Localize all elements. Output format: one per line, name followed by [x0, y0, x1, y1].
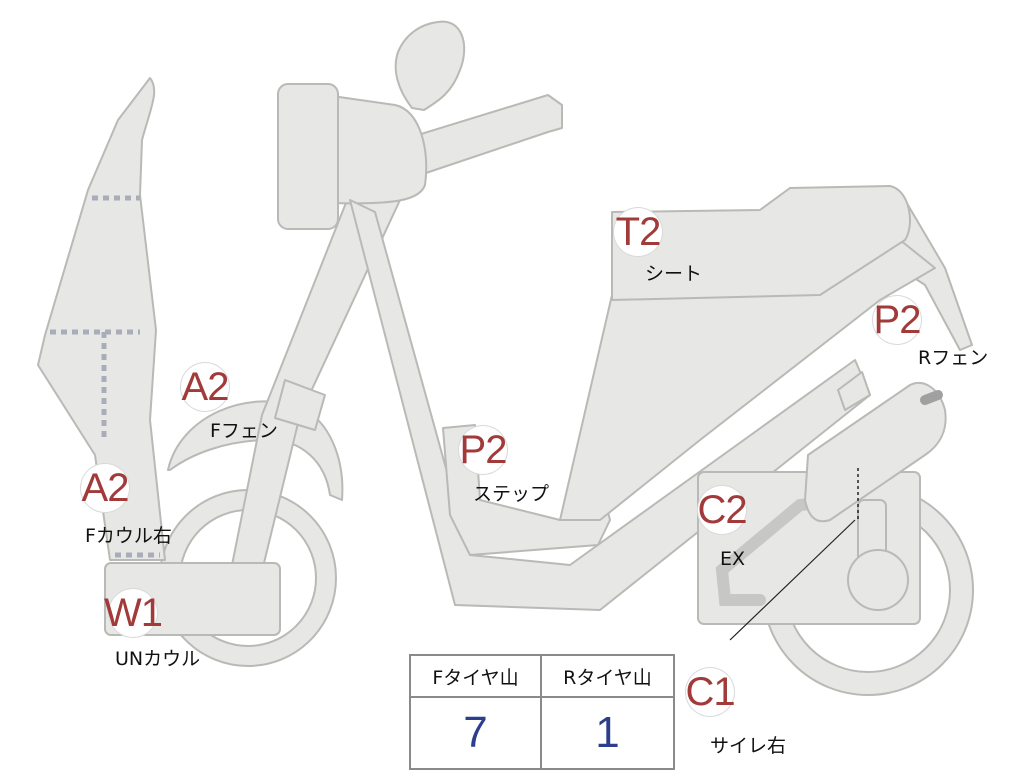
damage-code: C1: [685, 670, 735, 714]
leader-line: [729, 519, 856, 641]
marker-under-cowl: W1: [104, 589, 163, 637]
damage-code: A2: [81, 466, 130, 510]
rear-tire-value: 1: [595, 708, 620, 757]
muffler-tip: [920, 390, 943, 405]
marker-label-exhaust: EX: [720, 548, 746, 570]
seat: [611, 185, 911, 301]
damage-code: P2: [873, 298, 922, 342]
damage-code: W1: [104, 591, 163, 635]
marker-label-step: ステップ: [473, 483, 550, 505]
marker-label-seat: シート: [645, 263, 703, 285]
marker-front-fender: A2: [181, 363, 229, 411]
marker-muffler-right: C1: [685, 668, 736, 716]
headlight: [277, 83, 339, 230]
marker-label-front-fender: Fフェン: [210, 420, 278, 442]
fork-boot: [274, 379, 326, 431]
marker-step: P2: [459, 426, 507, 474]
muffler: [804, 382, 947, 523]
marker-seat: T2: [614, 208, 662, 256]
damage-code: P2: [459, 428, 508, 472]
marker-label-under-cowl: UNカウル: [115, 648, 201, 670]
marker-rear-fender: P2: [873, 296, 921, 344]
rear-hub: [847, 549, 909, 611]
tire-tread-table: Fタイヤ山 Rタイヤ山 7 1: [409, 654, 675, 770]
rear-tire-header: Rタイヤ山: [542, 656, 673, 698]
marker-label-muffler-right: サイレ右: [710, 735, 787, 757]
front-tire-header: Fタイヤ山: [411, 656, 542, 698]
marker-exhaust: C2: [697, 486, 748, 534]
mirror: [394, 20, 466, 111]
front-cowl: [37, 77, 166, 561]
muffler-guard: [837, 371, 871, 411]
damage-code: C2: [697, 488, 747, 532]
marker-front-cowl-right: A2: [81, 464, 129, 512]
headlight-housing: [324, 94, 428, 205]
damage-code: A2: [181, 365, 230, 409]
front-tire-value: 7: [411, 698, 542, 768]
damage-code: T2: [615, 210, 662, 254]
floor-frame: [349, 199, 871, 611]
marker-label-front-cowl-right: Fカウル右: [85, 525, 172, 547]
marker-label-rear-fender: Rフェン: [918, 347, 989, 369]
handlebar: [407, 94, 563, 176]
